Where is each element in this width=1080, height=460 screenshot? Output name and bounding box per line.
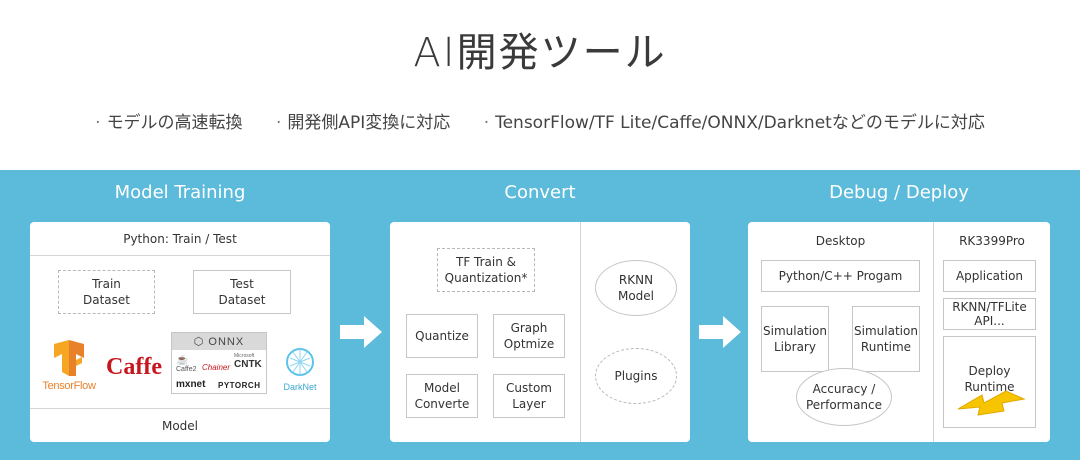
- graph-optimize-box: Graph Optmize: [493, 314, 565, 358]
- section-title-deploy: Debug / Deploy: [829, 182, 969, 203]
- chainer-logo: Chainer: [202, 363, 231, 372]
- darknet-icon: [286, 348, 314, 376]
- training-footer: Model: [30, 408, 330, 442]
- application-box: Application: [943, 260, 1036, 292]
- plugins-ellipse: Plugins: [595, 348, 677, 404]
- caffe2-logo: ☕ Caffe2: [176, 355, 197, 373]
- accuracy-performance-ellipse: Accuracy / Performance: [796, 368, 892, 426]
- section-title-training: Model Training: [114, 182, 246, 203]
- onnx-header: ⬡ ONNX: [172, 333, 266, 350]
- convert-divider: [580, 222, 581, 442]
- quantize-box: Quantize: [406, 314, 478, 358]
- deploy-panel: Desktop Python/C++ Progam Simulation Lib…: [748, 222, 1050, 442]
- cntk-logo: Microsoft CNTK: [234, 353, 262, 370]
- feature-list: ·モデルの高速転換 ·開発側API変換に対応 ·TensorFlow/TF Li…: [0, 108, 1080, 133]
- feature-item: ·TensorFlow/TF Lite/Caffe/ONNX/Darknetなど…: [483, 113, 985, 133]
- rknn-tflite-api-box: RKNN/TFLite API...: [943, 298, 1036, 330]
- darknet-logo: DarkNet: [278, 346, 322, 392]
- desktop-label: Desktop: [815, 234, 866, 248]
- feature-item: ·モデルの高速転換: [95, 113, 243, 133]
- deploy-runtime-box: Deploy Runtime: [943, 336, 1036, 428]
- arrow-right-icon: [699, 316, 741, 348]
- rk3399pro-label: RK3399Pro: [959, 234, 1025, 248]
- simulation-library-box: Simulation Library: [761, 306, 829, 372]
- training-header: Python: Train / Test: [30, 222, 330, 256]
- page-title: AI開発ツール: [413, 30, 667, 76]
- lightning-icon: [957, 390, 1026, 416]
- deploy-divider: [933, 222, 934, 442]
- arrow-right-icon: [340, 316, 382, 348]
- tensorflow-logo: TensorFlow: [38, 340, 100, 392]
- feature-item: ·開発側API変換に対応: [275, 113, 451, 133]
- custom-layer-box: Custom Layer: [493, 374, 565, 418]
- test-dataset-box: Test Dataset: [193, 270, 291, 314]
- caffe2-icon: ☕: [176, 355, 189, 366]
- simulation-runtime-box: Simulation Runtime: [852, 306, 920, 372]
- tensorflow-icon: [54, 340, 84, 376]
- pytorch-logo: PYTORCH: [218, 381, 261, 390]
- tf-train-quantization-box: TF Train & Quantization*: [437, 248, 535, 292]
- onnx-icon: ⬡: [193, 336, 205, 348]
- training-panel: Python: Train / Test Train Dataset Test …: [30, 222, 330, 442]
- model-convert-box: Model Converte: [406, 374, 478, 418]
- python-cpp-box: Python/C++ Progam: [761, 260, 920, 292]
- convert-panel: TF Train & Quantization* Quantize Graph …: [390, 222, 690, 442]
- onnx-group: ⬡ ONNX ☕ Caffe2 Chainer Microsoft CNTK m…: [171, 332, 267, 394]
- section-title-convert: Convert: [504, 182, 576, 203]
- rknn-model-ellipse: RKNN Model: [595, 260, 677, 316]
- caffe-logo: Caffe: [106, 354, 162, 380]
- train-dataset-box: Train Dataset: [58, 270, 155, 314]
- mxnet-logo: mxnet: [176, 379, 206, 390]
